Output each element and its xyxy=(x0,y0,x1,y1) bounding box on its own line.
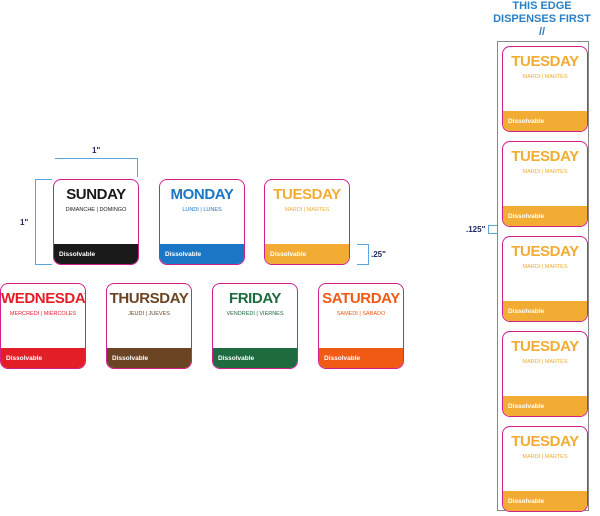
day-name: WEDNESDAY xyxy=(1,290,86,307)
dissolvable-text: Dissolvable xyxy=(6,355,43,362)
day-name: FRIDAY xyxy=(228,290,282,307)
label-tuesday: TUESDAY MARDI | MARTES Dissolvable xyxy=(264,179,350,265)
label-thursday: THURSDAY JEUDI | JUEVES Dissolvable xyxy=(106,283,192,369)
color-band: Dissolvable xyxy=(503,111,587,131)
color-band: Dissolvable xyxy=(265,244,349,264)
day-name: TUESDAY xyxy=(511,433,579,450)
label-friday: FRIDAY VENDREDI | VIERNES Dissolvable xyxy=(212,283,298,369)
color-band: Dissolvable xyxy=(213,348,297,368)
day-translation: DIMANCHE | DOMINGO xyxy=(65,207,127,213)
day-name: MONDAY xyxy=(170,186,234,203)
day-name: TUESDAY xyxy=(511,148,579,165)
dissolvable-text: Dissolvable xyxy=(508,118,545,125)
label-roll-strip: TUESDAY MARDI | MARTES Dissolvable TUESD… xyxy=(497,41,589,512)
color-band: Dissolvable xyxy=(503,206,587,226)
day-translation: MERCREDI | MIÉRCOLES xyxy=(9,311,77,317)
day-translation: MARDI | MARTES xyxy=(284,207,330,213)
color-band: Dissolvable xyxy=(503,491,587,511)
label-saturday: SATURDAY SAMEDI | SÁBADO Dissolvable xyxy=(318,283,404,369)
day-translation: MARDI | MARTES xyxy=(522,264,568,270)
day-name: TUESDAY xyxy=(511,338,579,355)
label-wednesday: WEDNESDAY MERCREDI | MIÉRCOLES Dissolvab… xyxy=(0,283,86,369)
roll-label: TUESDAY MARDI | MARTES Dissolvable xyxy=(502,331,588,417)
label-sunday: SUNDAY DIMANCHE | DOMINGO Dissolvable xyxy=(53,179,139,265)
label-monday: MONDAY LUNDI | LUNES Dissolvable xyxy=(159,179,245,265)
day-translation: JEUDI | JUEVES xyxy=(128,311,170,317)
color-band: Dissolvable xyxy=(54,244,138,264)
dispense-note-line2: DISPENSES FIRST // xyxy=(493,13,591,38)
color-band: Dissolvable xyxy=(1,348,85,368)
day-name: THURSDAY xyxy=(109,290,189,307)
color-band: Dissolvable xyxy=(160,244,244,264)
dissolvable-text: Dissolvable xyxy=(508,498,545,505)
day-name: TUESDAY xyxy=(511,53,579,70)
day-translation: SAMEDI | SÁBADO xyxy=(336,311,386,317)
day-translation: MARDI | MARTES xyxy=(522,169,568,175)
roll-label: TUESDAY MARDI | MARTES Dissolvable xyxy=(502,141,588,227)
band-dimension-label: .25" xyxy=(371,250,386,259)
dissolvable-text: Dissolvable xyxy=(59,251,96,258)
day-translation: MARDI | MARTES xyxy=(522,74,568,80)
dissolvable-text: Dissolvable xyxy=(508,213,545,220)
dissolvable-text: Dissolvable xyxy=(508,403,545,410)
roll-label: TUESDAY MARDI | MARTES Dissolvable xyxy=(502,426,588,512)
day-translation: MARDI | MARTES xyxy=(522,454,568,460)
day-name: SATURDAY xyxy=(322,290,400,307)
day-name: SUNDAY xyxy=(66,186,126,203)
day-name: TUESDAY xyxy=(273,186,341,203)
day-translation: MARDI | MARTES xyxy=(522,359,568,365)
dissolvable-text: Dissolvable xyxy=(165,251,202,258)
color-band: Dissolvable xyxy=(107,348,191,368)
gap-dimension-label: .125" xyxy=(466,225,486,234)
dissolvable-text: Dissolvable xyxy=(112,355,149,362)
dissolvable-text: Dissolvable xyxy=(270,251,307,258)
roll-label: TUESDAY MARDI | MARTES Dissolvable xyxy=(502,46,588,132)
dissolvable-text: Dissolvable xyxy=(324,355,361,362)
dispense-note-line1: THIS EDGE xyxy=(512,0,572,12)
day-translation: VENDREDI | VIERNES xyxy=(226,311,284,317)
height-dimension-label: 1" xyxy=(20,218,29,227)
roll-label: TUESDAY MARDI | MARTES Dissolvable xyxy=(502,236,588,322)
dissolvable-text: Dissolvable xyxy=(218,355,255,362)
day-translation: LUNDI | LUNES xyxy=(182,207,222,213)
day-name: TUESDAY xyxy=(511,243,579,260)
color-band: Dissolvable xyxy=(319,348,403,368)
width-dimension-label: 1" xyxy=(92,146,101,155)
dispense-edge-note: THIS EDGE DISPENSES FIRST // xyxy=(492,0,592,39)
color-band: Dissolvable xyxy=(503,396,587,416)
dissolvable-text: Dissolvable xyxy=(508,308,545,315)
color-band: Dissolvable xyxy=(503,301,587,321)
